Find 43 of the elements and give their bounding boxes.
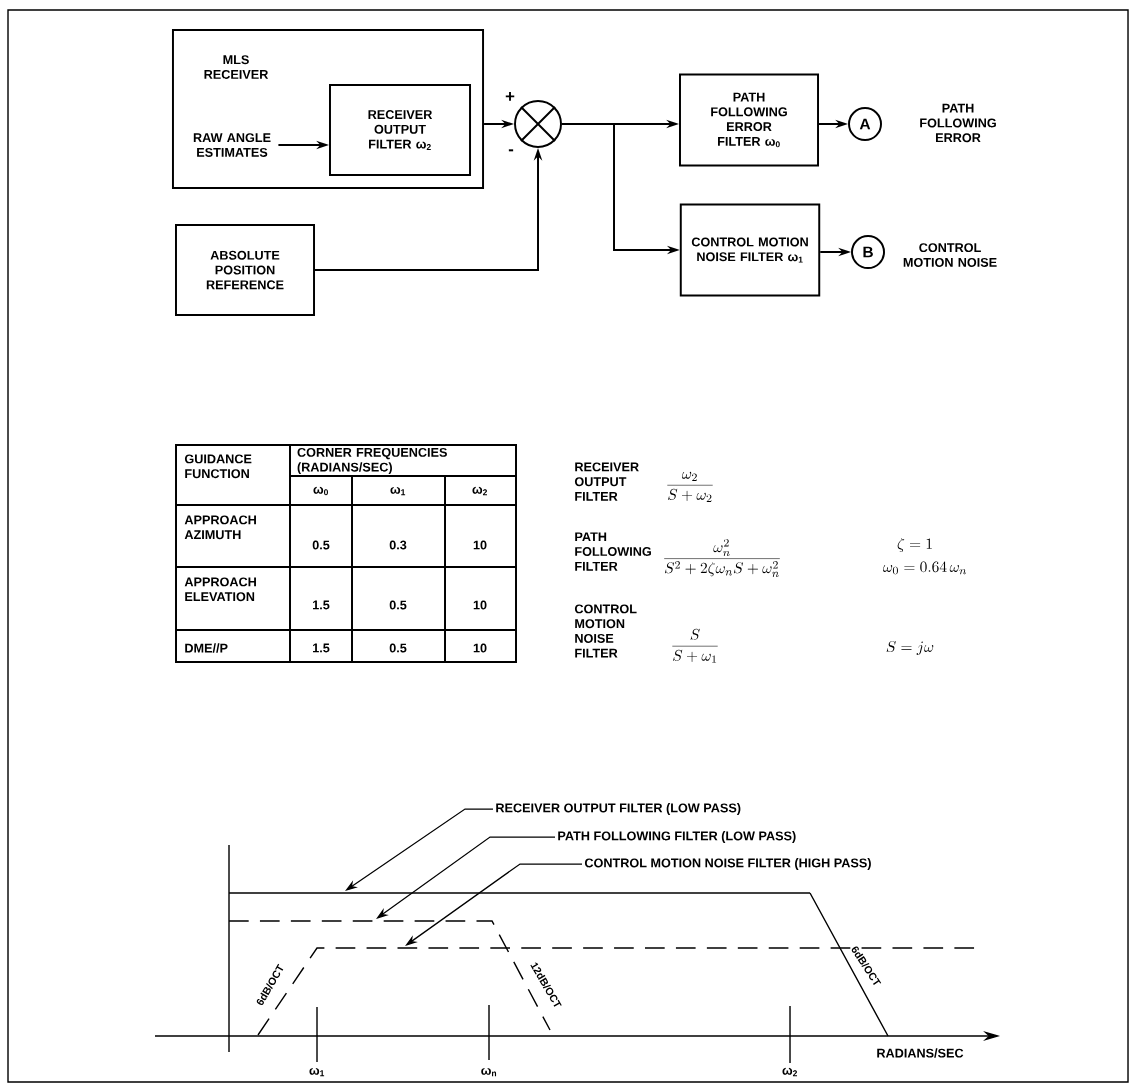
reference-box: ABSOLUTE POSITION REFERENCE	[175, 224, 315, 316]
table-cell: 0.5	[312, 540, 330, 550]
table-header: GUIDANCE FUNCTION	[184, 454, 252, 479]
output-label: CONTROL MOTION NOISE	[903, 243, 997, 267]
table-cell: 1.5	[313, 600, 330, 610]
leader-label: PATH FOLLOWING FILTER (LOW PASS)	[558, 831, 796, 843]
filter-box: RECEIVER OUTPUT FILTER ω$_{2}$	[329, 84, 471, 176]
filter-name: CONTROL MOTION NOISE FILTER	[574, 604, 637, 658]
tick-label: ω$_{1}$	[309, 1067, 325, 1077]
table-cell: 0.5	[389, 600, 407, 610]
parameter-value: $S = j\omega$	[886, 640, 934, 655]
table-header: CORNER FREQUENCIES (RADIANS/SEC)	[297, 447, 447, 475]
sign-label: -	[508, 149, 514, 152]
table-cell: 10	[473, 643, 487, 653]
table-cell: 0.5	[389, 643, 407, 653]
filter-name: PATH FOLLOWING FILTER	[575, 532, 651, 571]
summing-junction	[514, 100, 562, 148]
filter-box: CONTROL MOTION NOISE FILTER ω$_{1}$	[679, 203, 821, 297]
parameter-value: $\zeta = 1$	[897, 538, 932, 552]
transfer-function: $\frac{S}{S+\omega_1}$	[672, 628, 718, 663]
table-cell: APPROACH AZIMUTH	[184, 515, 256, 540]
table-header: ω$_{1}$	[390, 486, 406, 496]
tick-label: ω$_{2}$	[782, 1067, 797, 1077]
table-cell: 1.5	[313, 643, 330, 653]
transfer-function: $\frac{\omega_2}{S+\omega_2}$	[667, 471, 713, 502]
leader-label: CONTROL MOTION NOISE FILTER (HIGH PASS)	[584, 858, 871, 870]
tick-label: ω$_{n}$	[481, 1067, 497, 1077]
leader-label: RECEIVER OUTPUT FILTER (LOW PASS)	[496, 803, 741, 815]
table-cell: 10	[473, 600, 487, 610]
table-header: ω$_{0}$	[313, 486, 328, 496]
table-cell: APPROACH ELEVATION	[184, 577, 256, 602]
table-cell: 0.3	[389, 540, 407, 550]
parameter-value: $\omega_0 = 0.64\,\omega_n$	[883, 561, 967, 575]
table-cell: DME//P	[185, 643, 228, 653]
axis-label: RADIANS/SEC	[877, 1048, 964, 1058]
transfer-function: $\frac{\omega_n^2}{S^2+2\zeta\omega_n S+\omega_n^2}$	[664, 538, 780, 577]
filter-box: PATH FOLLOWING ERROR FILTER ω$_{0}$	[679, 73, 819, 167]
sign-label: +	[505, 92, 515, 101]
table-header: ω$_{2}$	[472, 486, 487, 496]
filter-name: RECEIVER OUTPUT FILTER	[574, 462, 639, 501]
output-label: PATH FOLLOWING ERROR	[920, 103, 996, 143]
table-cell: 10	[473, 540, 487, 550]
input-text: RAW ANGLE ESTIMATES	[193, 133, 271, 157]
